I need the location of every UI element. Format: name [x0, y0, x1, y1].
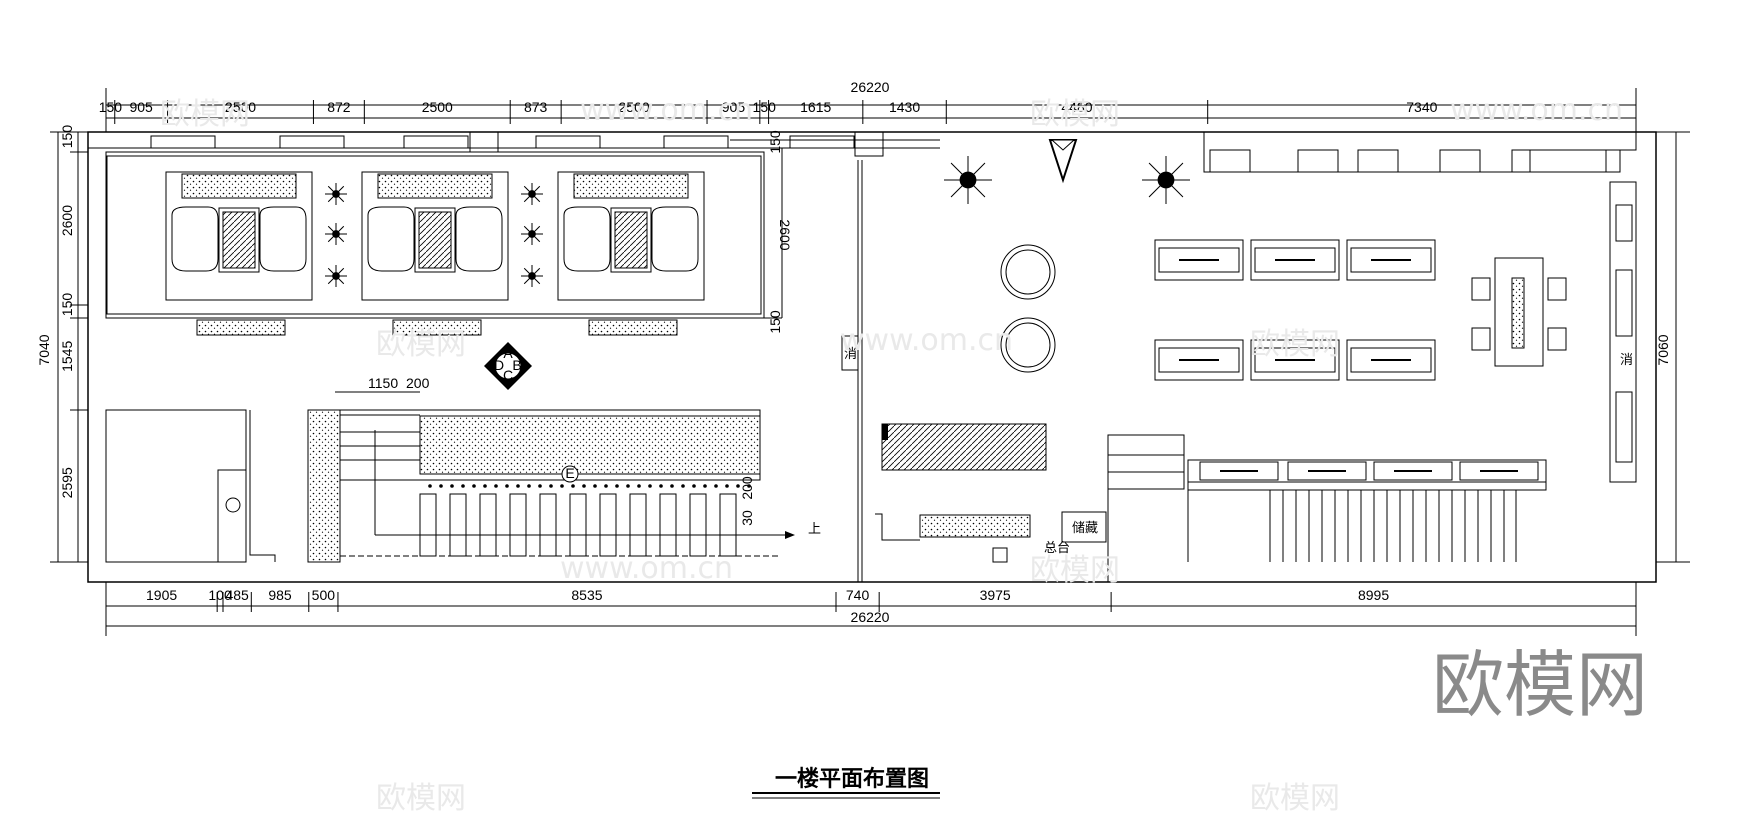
- top-dim-2: 2500: [225, 99, 256, 115]
- plant: [521, 183, 543, 205]
- bot-dim-8: 8995: [1358, 587, 1389, 603]
- plant: [325, 183, 347, 205]
- left-dim-3: 1545: [59, 341, 75, 372]
- dim-200: 200: [406, 375, 430, 391]
- top-window-strip: [88, 131, 940, 157]
- left-dimension-chain: [50, 131, 88, 563]
- svg-text:C: C: [503, 367, 513, 383]
- watermark-domain-2: www.om.cn: [1450, 93, 1623, 128]
- entrance-arrow: [1048, 139, 1078, 184]
- dim-150-b: 150: [767, 310, 783, 334]
- bottom-dimension-chain: [105, 582, 1637, 636]
- dim-1150: 1150: [368, 375, 398, 391]
- watermark-brand-1: 欧模网: [160, 97, 250, 132]
- bot-dim-5: 8535: [571, 587, 602, 603]
- sofa-set-1: [361, 171, 509, 301]
- right-total: 7060: [1655, 334, 1671, 365]
- left-dimension-labels: 150 2600 150 1545 2595: [59, 125, 75, 499]
- top-dim-10: 1430: [889, 99, 920, 115]
- plant: [521, 265, 543, 287]
- bot-dim-7: 3975: [980, 587, 1011, 603]
- right-dimension-chain: [1656, 131, 1690, 563]
- watermark-brand-7: 欧模网: [1250, 781, 1340, 816]
- benches: [196, 319, 678, 336]
- watermark-domain-4: www.om.cn: [560, 551, 733, 586]
- watermark-brand-4: 欧模网: [1250, 327, 1340, 362]
- left-dim-4: 2595: [59, 467, 75, 498]
- room-storage-label: 储藏: [1072, 521, 1098, 536]
- zone-compass: A B C D: [484, 342, 532, 390]
- total-width-top: 26220: [851, 79, 890, 95]
- watermark-logo: 欧模网: [1432, 643, 1648, 727]
- drawing-title: 一楼平面布置图: [775, 766, 929, 792]
- top-dim-0: 150: [99, 99, 123, 115]
- svg-text:A: A: [503, 345, 513, 361]
- watermark-domain-1: www.om.cn: [580, 93, 753, 128]
- plant: [521, 223, 543, 245]
- top-dim-12: 7340: [1406, 99, 1437, 115]
- reception-area: 储藏 总台: [875, 423, 1107, 563]
- top-dim-8: 150: [753, 99, 777, 115]
- top-dim-1: 905: [129, 99, 153, 115]
- dining-set: [1471, 257, 1567, 367]
- fire-hydrant-left: 消: [844, 347, 857, 362]
- middle-wall: [106, 148, 863, 582]
- svg-text:E: E: [565, 465, 574, 481]
- right-shelving: 消: [1609, 181, 1637, 483]
- bot-dim-3: 985: [268, 587, 292, 603]
- fire-hydrant-right: 消: [1620, 353, 1633, 368]
- top-dim-3: 872: [327, 99, 351, 115]
- plant: [1142, 156, 1190, 204]
- display-tables: [1154, 239, 1436, 381]
- top-dim-9: 1615: [800, 99, 831, 115]
- plant: [325, 265, 347, 287]
- dim-stair-30: 30: [739, 510, 755, 526]
- entry-plants: [944, 156, 1190, 204]
- bot-dim-1: 100: [208, 587, 232, 603]
- stair-block: 上 E: [307, 409, 821, 563]
- top-dim-6: 2500: [619, 99, 650, 115]
- plant: [944, 156, 992, 204]
- total-width-bottom: 26220: [851, 609, 890, 625]
- sofa-sets: [165, 171, 705, 301]
- dim-150-a: 150: [767, 130, 783, 154]
- watermark-domain-3: www.om.cn: [840, 323, 1013, 358]
- top-dim-4: 2500: [422, 99, 453, 115]
- sofa-set-0: [165, 171, 313, 301]
- bot-dim-6: 740: [846, 587, 870, 603]
- top-dim-11: 4480: [1061, 99, 1092, 115]
- top-dimension-labels: 150 905 2500 872 2500 873 2500 905 150 1615 1430 44…: [99, 99, 1438, 115]
- dim-stair-200: 200: [739, 476, 755, 500]
- lower-left-rooms: [105, 409, 276, 563]
- left-total: 7040: [36, 334, 52, 365]
- top-dimension-chain: [105, 88, 1637, 132]
- top-dim-7: 905: [722, 99, 746, 115]
- svg-text:D: D: [494, 357, 504, 373]
- watermark-brand-3: 欧模网: [376, 327, 466, 362]
- round-tables: [1000, 244, 1056, 373]
- bot-dim-4: 500: [312, 587, 336, 603]
- front-desk-label: 总台: [1044, 541, 1070, 556]
- top-right-cabinets: [1203, 132, 1637, 173]
- left-dim-2: 150: [59, 293, 75, 317]
- bot-dim-0: 1905: [146, 587, 177, 603]
- plant: [325, 223, 347, 245]
- svg-text:B: B: [512, 357, 521, 373]
- dim-stage-2600: 2600: [777, 219, 793, 250]
- watermark-brand-2: 欧模网: [1030, 97, 1120, 132]
- bottom-right-counter: [1107, 434, 1547, 562]
- stair-up-label: 上: [808, 522, 821, 537]
- watermark-brand-6: 欧模网: [376, 781, 466, 816]
- sofa-set-2: [557, 171, 705, 301]
- watermark-brand-5: 欧模网: [1030, 553, 1120, 588]
- bot-dim-2: 485: [225, 587, 249, 603]
- top-dim-5: 873: [524, 99, 548, 115]
- left-dim-0: 150: [59, 125, 75, 149]
- left-dim-1: 2600: [59, 205, 75, 236]
- stage-area: [106, 155, 762, 315]
